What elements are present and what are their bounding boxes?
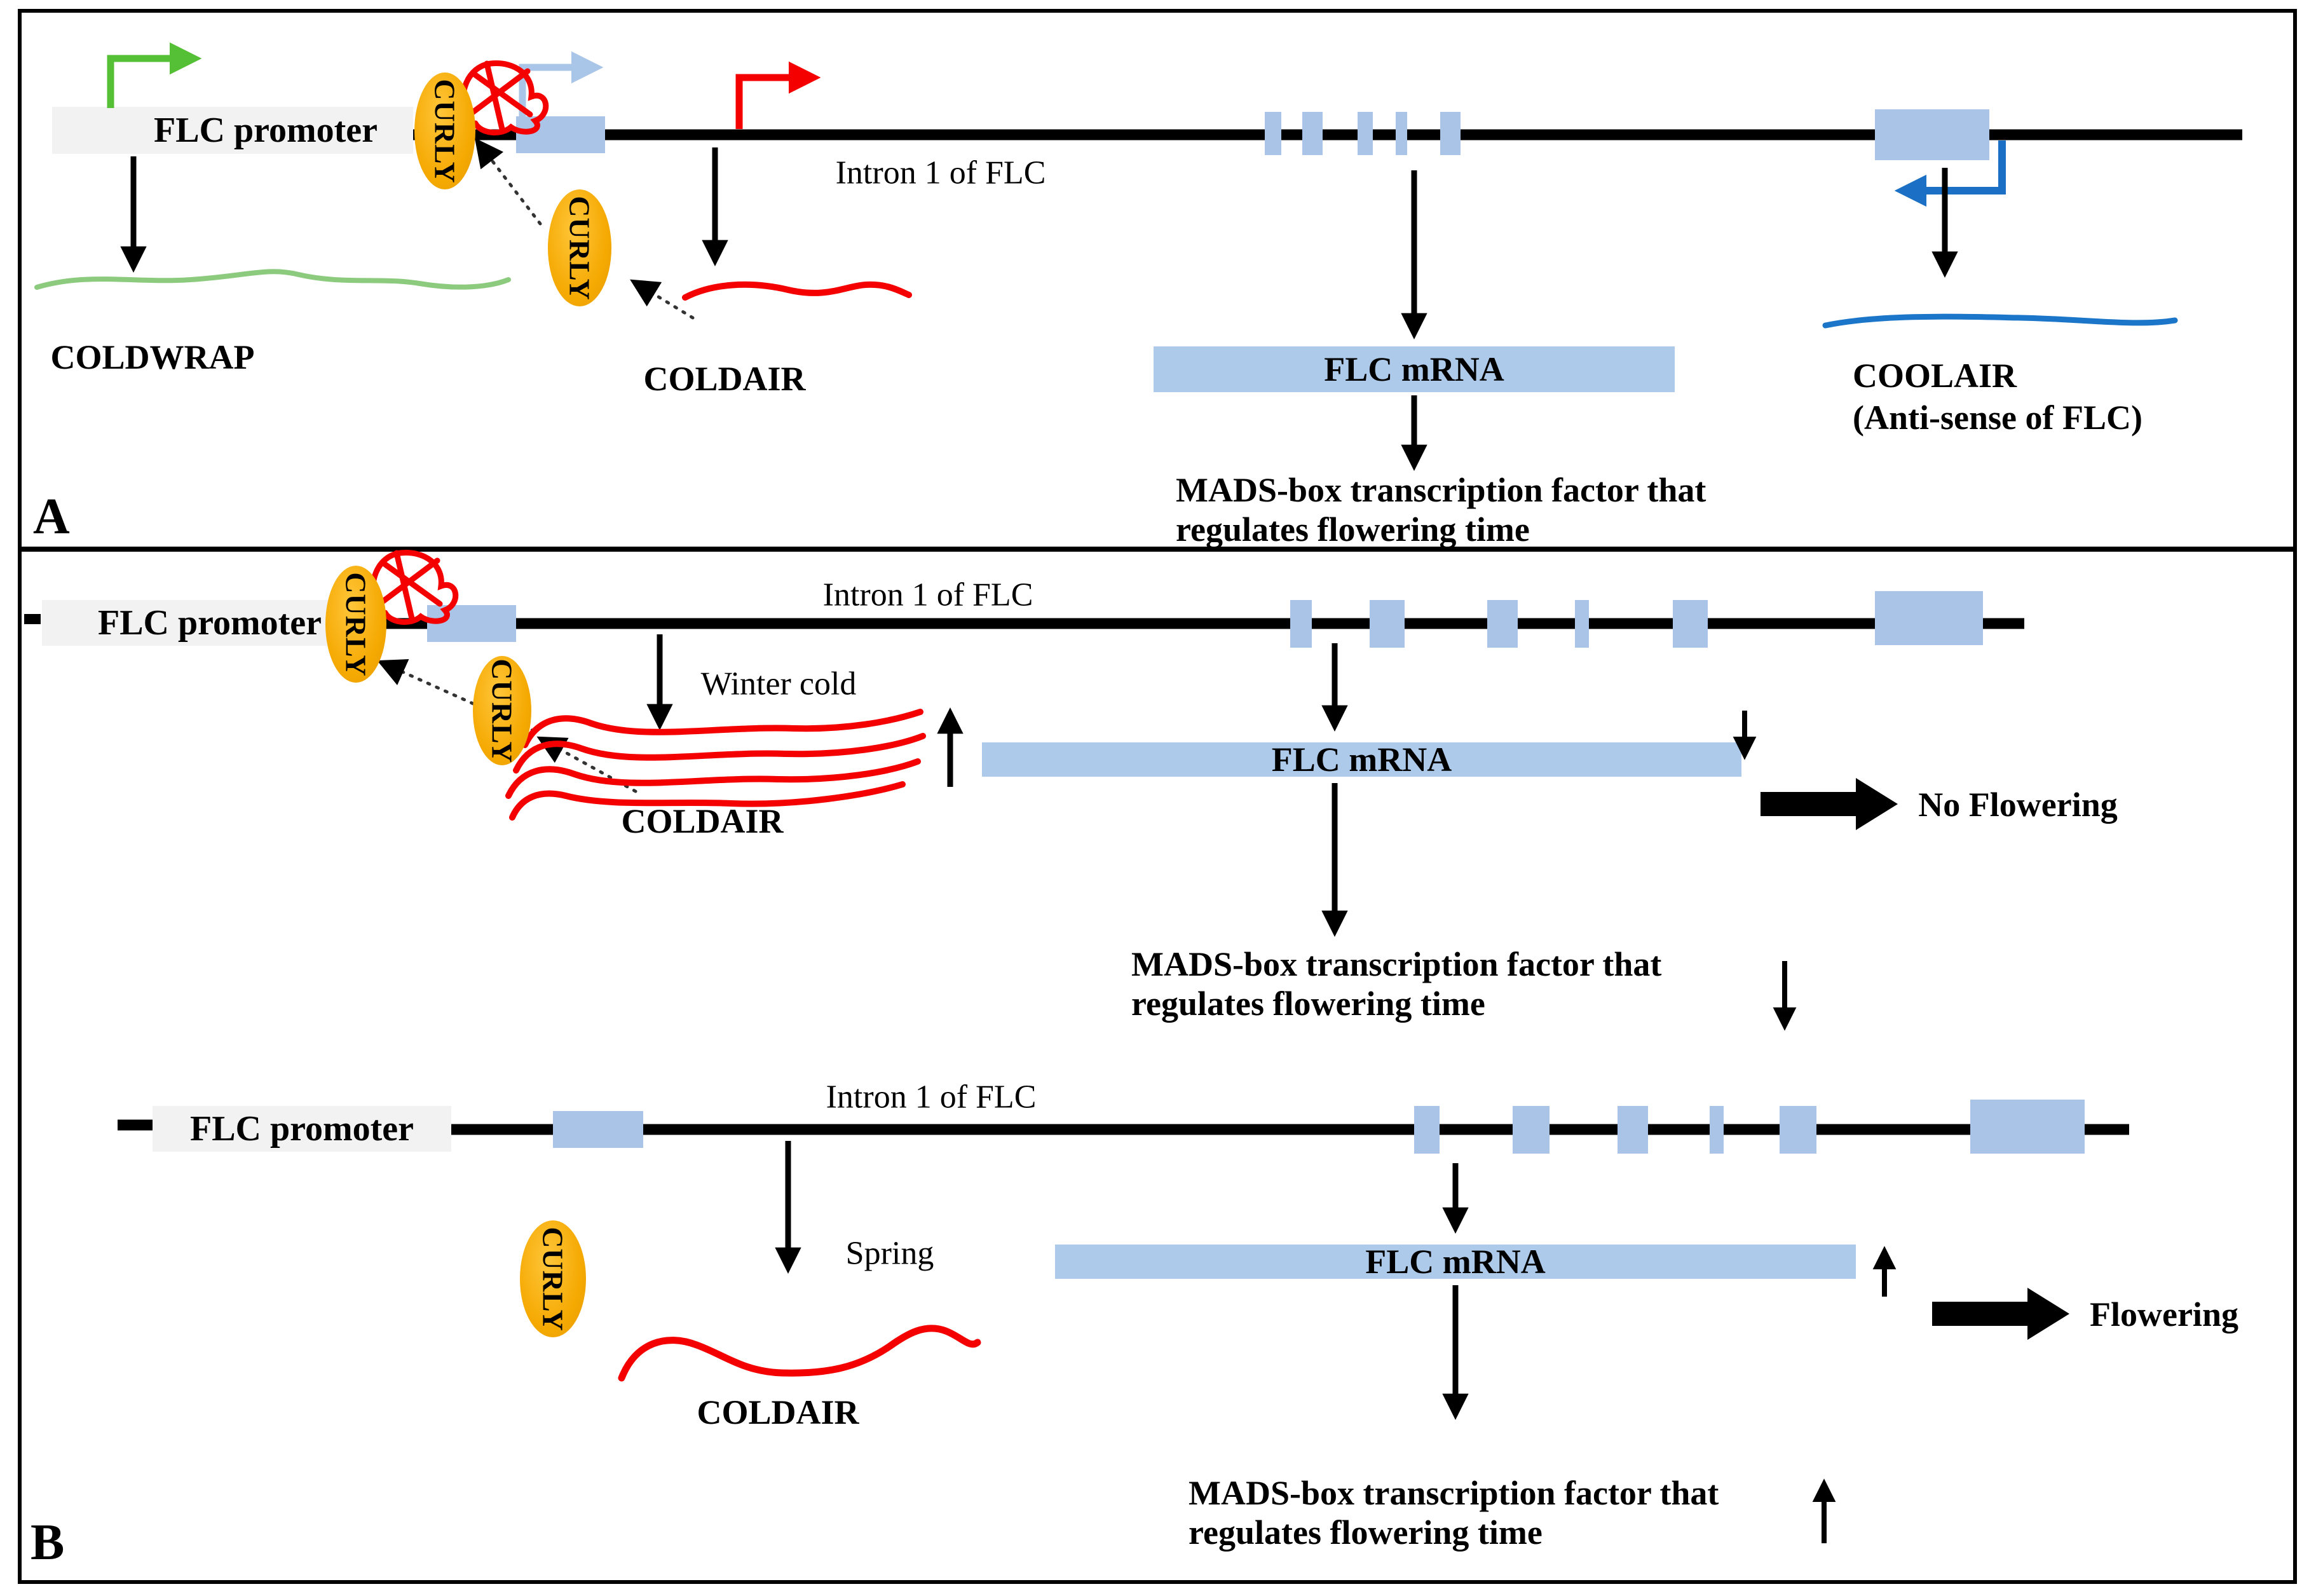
- flc-promoter-box-b-top: FLC promoter: [42, 600, 341, 646]
- coolair-label: COOLAIR: [1853, 357, 2017, 395]
- mads-line2-a: regulates flowering time: [1176, 510, 1530, 549]
- exon-a-4: [1358, 112, 1373, 155]
- coldair-label-a: COLDAIR: [643, 360, 806, 398]
- curly-oval-a1: CURLY: [414, 72, 475, 189]
- flc-promoter-label-b-top: FLC promoter: [98, 603, 322, 643]
- curly-label-b2: CURLY: [486, 658, 519, 763]
- exon-bb-2: [1414, 1106, 1440, 1154]
- curly-label-a1: CURLY: [428, 78, 461, 184]
- intron-label-b-top: Intron 1 of FLC: [822, 576, 1033, 613]
- flc-promoter-label-a: FLC promoter: [154, 111, 378, 150]
- curly-oval-a2: CURLY: [548, 189, 611, 306]
- exon-bb-3: [1513, 1106, 1550, 1154]
- intron-label-a: Intron 1 of FLC: [835, 154, 1046, 191]
- exon-a-2: [1265, 112, 1281, 155]
- exon-bt-6: [1673, 600, 1708, 648]
- coldair-label-b-bottom: COLDAIR: [697, 1393, 859, 1431]
- exon-bb-last: [1970, 1100, 2085, 1154]
- exon-a-last: [1875, 109, 1989, 160]
- winter-cold-label: Winter cold: [700, 665, 857, 702]
- panel-a-border: [18, 9, 2297, 550]
- mads-line1-b-bottom: MADS-box transcription factor that: [1189, 1474, 1719, 1512]
- exon-bt-5: [1575, 600, 1589, 648]
- curly-label-b3: CURLY: [536, 1226, 569, 1332]
- curly-label-a2: CURLY: [563, 195, 596, 301]
- no-flowering-label: No Flowering: [1918, 786, 2118, 824]
- exon-a-3: [1302, 112, 1323, 155]
- spring-label: Spring: [845, 1235, 934, 1272]
- flc-mrna-label-b-bottom: FLC mRNA: [1365, 1243, 1546, 1281]
- mads-line1-a: MADS-box transcription factor that: [1176, 471, 1706, 509]
- mads-line1-b-top: MADS-box transcription factor that: [1131, 945, 1662, 983]
- exon-bt-1: [427, 605, 516, 642]
- mads-line2-b-bottom: regulates flowering time: [1189, 1513, 1543, 1552]
- panel-b-letter: B: [31, 1515, 65, 1571]
- mads-text-b-bottom: MADS-box transcription factor that regul…: [1189, 1473, 1719, 1552]
- exon-bt-last: [1875, 591, 1983, 645]
- flc-mrna-bar-a: FLC mRNA: [1154, 346, 1675, 392]
- flc-mrna-bar-b-top: FLC mRNA: [982, 740, 1741, 779]
- mads-text-a: MADS-box transcription factor that regul…: [1176, 470, 1706, 549]
- exon-bb-6: [1780, 1106, 1816, 1154]
- flc-mrna-label-b-top: FLC mRNA: [1271, 740, 1452, 779]
- coldair-label-b-top: COLDAIR: [621, 802, 784, 840]
- flc-mrna-label-a: FLC mRNA: [1324, 350, 1504, 388]
- exon-a-5: [1396, 112, 1407, 155]
- mads-line2-b-top: regulates flowering time: [1131, 985, 1485, 1023]
- curly-oval-b3: CURLY: [520, 1220, 586, 1337]
- coldwrap-label: COLDWRAP: [50, 338, 255, 376]
- curly-oval-b1: CURLY: [325, 566, 386, 683]
- exon-bb-5: [1710, 1106, 1724, 1154]
- exon-bb-4: [1618, 1106, 1648, 1154]
- flc-promoter-label-b-bottom: FLC promoter: [190, 1109, 414, 1149]
- flowering-label: Flowering: [2090, 1295, 2238, 1333]
- coolair-text: COOLAIR (Anti-sense of FLC): [1853, 355, 2142, 439]
- coolair-sub-label: (Anti-sense of FLC): [1853, 399, 2142, 437]
- flc-promoter-box-b-bottom: FLC promoter: [153, 1106, 451, 1152]
- panel-b-border: [18, 548, 2297, 1584]
- mads-text-b-top: MADS-box transcription factor that regul…: [1131, 945, 1661, 1023]
- intron-label-b-bottom: Intron 1 of FLC: [826, 1079, 1037, 1115]
- panel-a-letter: A: [33, 489, 70, 545]
- exon-a-1: [516, 116, 605, 153]
- exon-bt-2: [1290, 600, 1312, 648]
- exon-bt-4: [1487, 600, 1518, 648]
- flc-mrna-bar-b-bottom: FLC mRNA: [1055, 1243, 1856, 1281]
- exon-a-6: [1440, 112, 1461, 155]
- exon-bt-3: [1370, 600, 1405, 648]
- flc-promoter-box-a: FLC promoter: [52, 107, 413, 154]
- curly-oval-b2: CURLY: [473, 656, 531, 765]
- exon-bb-1: [553, 1111, 643, 1148]
- curly-label-b1: CURLY: [339, 571, 372, 677]
